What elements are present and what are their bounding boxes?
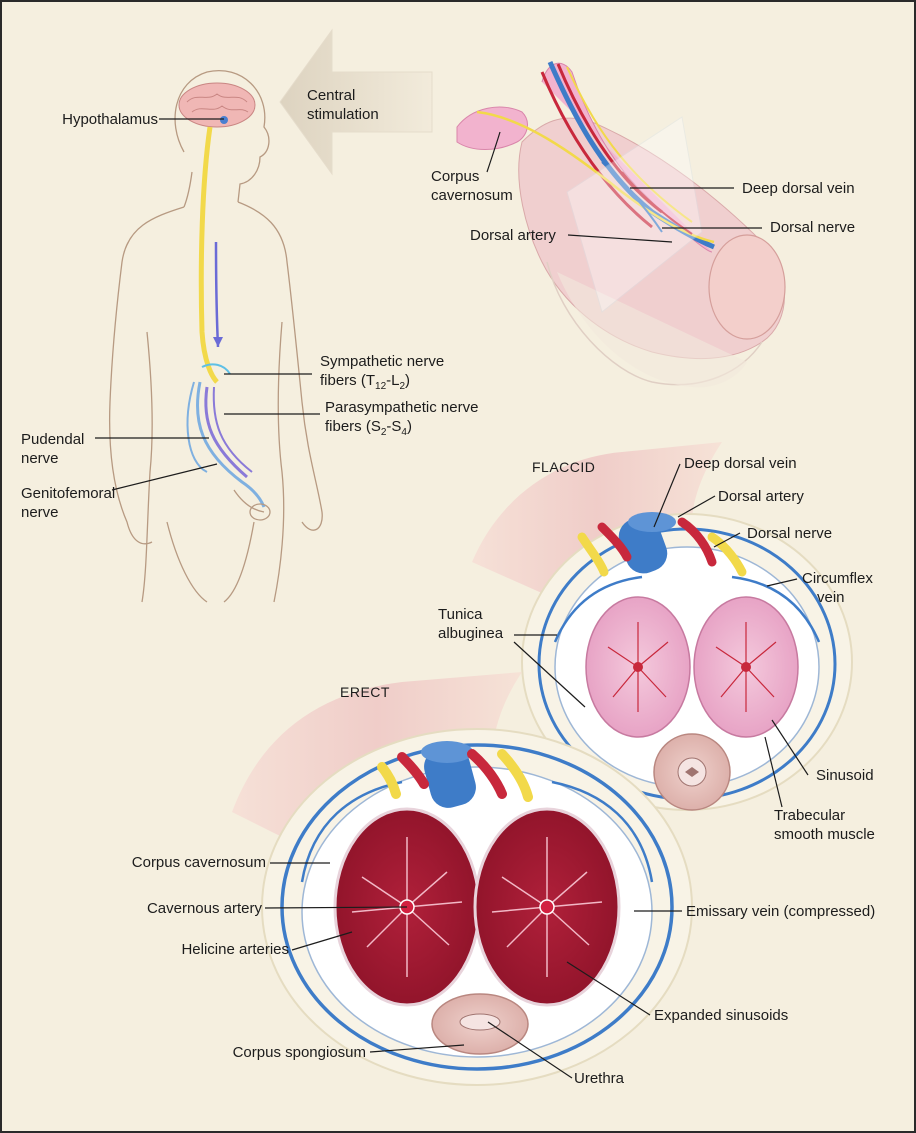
label-corpus-spongiosum: Corpus spongiosum xyxy=(232,1044,366,1061)
text-fragment: ) xyxy=(405,372,411,389)
label-deep-dorsal-vein-top: Deep dorsal vein xyxy=(742,180,855,197)
label-urethra: Urethra xyxy=(574,1070,625,1087)
text-fragment: ) xyxy=(406,418,412,435)
label-trabecular-line2: smooth muscle xyxy=(774,826,875,843)
subscript: 2 xyxy=(380,427,387,438)
label-cavernous-artery: Cavernous artery xyxy=(146,900,262,917)
label-dorsal-nerve-flaccid: Dorsal nerve xyxy=(747,525,833,542)
label-genitofemoral-line1: Genitofemoral xyxy=(21,485,116,502)
text-fragment: -L xyxy=(386,372,400,389)
heading-flaccid: FLACCID xyxy=(532,459,596,475)
label-tunica-line1: Tunica xyxy=(438,606,483,623)
label-central-stimulation-line2: stimulation xyxy=(307,106,379,123)
label-emissary-vein: Emissary vein (compressed) xyxy=(686,903,876,920)
label-expanded-sinusoids: Expanded sinusoids xyxy=(654,1007,789,1024)
label-corpus-cavernosum-top-line1: Corpus xyxy=(431,168,480,185)
label-circumflex-line1: Circumflex xyxy=(802,570,873,587)
label-parasympathetic-line1: Parasympathetic nerve xyxy=(325,399,479,416)
erect-cross-section xyxy=(232,672,693,1086)
flaccid-cross-section xyxy=(472,442,853,811)
label-sympathetic-line1: Sympathetic nerve xyxy=(320,353,445,370)
label-sinusoid: Sinusoid xyxy=(816,767,874,784)
text-fragment: -S xyxy=(386,418,402,435)
central-stimulation-arrow xyxy=(279,28,433,176)
subscript: 4 xyxy=(401,427,407,438)
label-corpus-cavernosum-erect: Corpus cavernosum xyxy=(131,854,266,871)
text-fragment: fibers (S xyxy=(325,418,381,435)
label-sympathetic-line2: fibers (T12-L2) xyxy=(320,371,411,392)
label-pudendal-line1: Pudendal xyxy=(21,431,85,448)
label-pudendal-line2: nerve xyxy=(21,450,59,467)
spinal-nerve-pathway xyxy=(186,126,271,521)
label-parasympathetic-line2: fibers (S2-S4) xyxy=(325,417,412,438)
brain xyxy=(178,82,256,128)
label-deep-dorsal-vein-flaccid: Deep dorsal vein xyxy=(684,455,797,472)
label-circumflex-line2: vein xyxy=(817,589,845,606)
label-dorsal-nerve-top: Dorsal nerve xyxy=(770,219,856,236)
label-hypothalamus: Hypothalamus xyxy=(62,111,158,128)
label-corpus-cavernosum-top-line2: cavernosum xyxy=(431,187,513,204)
heading-erect: ERECT xyxy=(340,684,390,700)
label-genitofemoral-line2: nerve xyxy=(21,504,59,521)
label-trabecular-line1: Trabecular xyxy=(774,807,846,824)
text-fragment: fibers (T xyxy=(320,372,376,389)
human-figure xyxy=(109,70,323,603)
label-tunica-line2: albuginea xyxy=(438,625,504,642)
subscript: 2 xyxy=(399,381,406,392)
leader-lines xyxy=(95,118,809,1079)
label-central-stimulation-line1: Central xyxy=(307,87,356,104)
subscript: 12 xyxy=(375,381,387,392)
penis-dorsal-illustration xyxy=(456,60,786,388)
label-dorsal-artery-flaccid: Dorsal artery xyxy=(718,488,804,505)
label-dorsal-artery-top: Dorsal artery xyxy=(470,227,556,244)
label-helicine-arteries: Helicine arteries xyxy=(181,941,289,958)
